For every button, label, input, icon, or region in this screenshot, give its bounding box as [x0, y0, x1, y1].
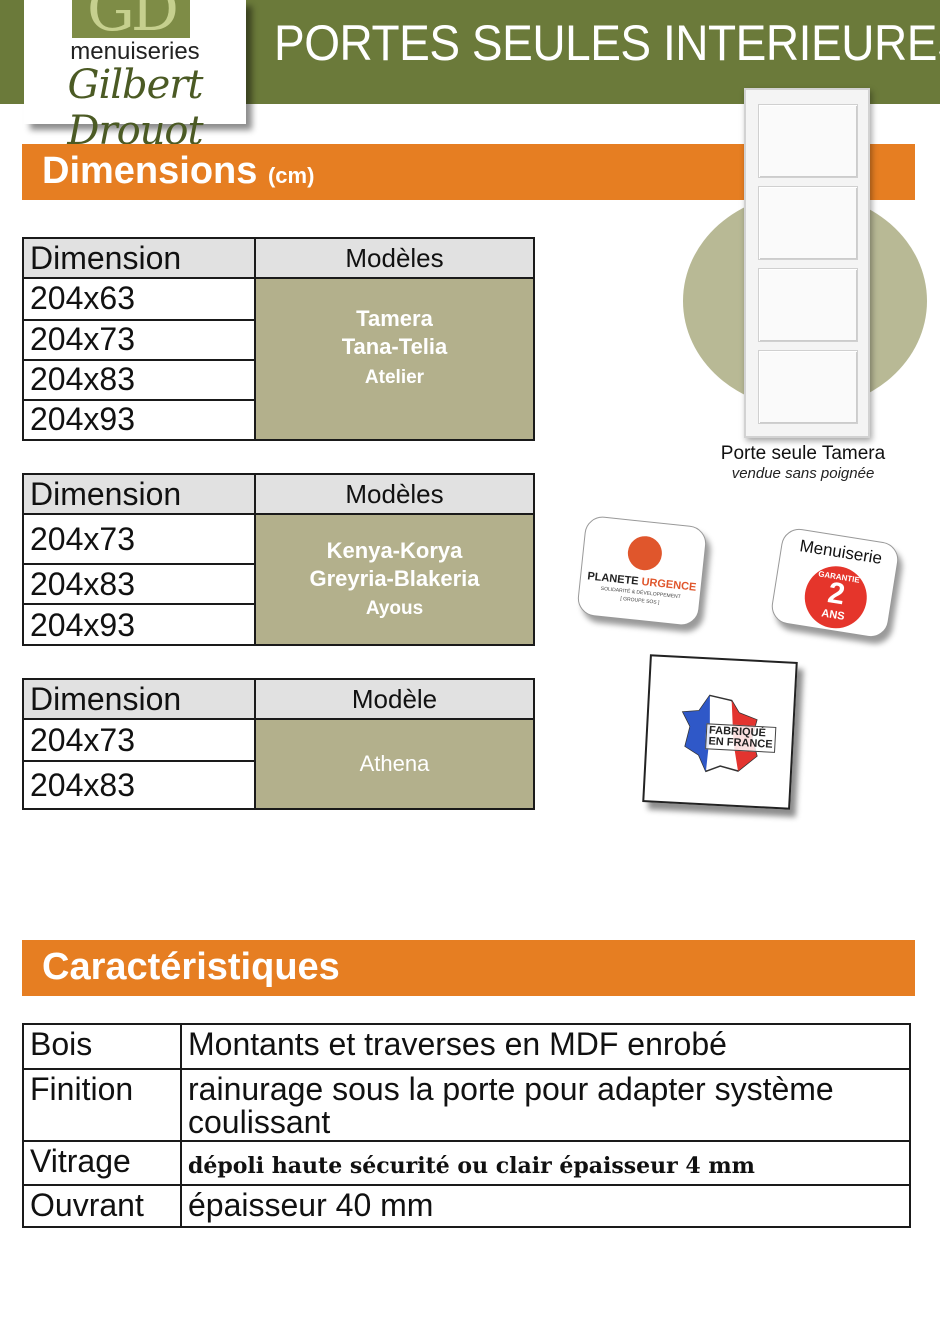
- dimension-row: 204x83: [24, 359, 256, 399]
- dimension-row: 204x73: [24, 319, 256, 359]
- brand-logo: GD menuiseries Gilbert Drouot: [24, 0, 246, 154]
- table-row: Ouvrant épaisseur 40 mm: [24, 1184, 909, 1226]
- table-head-dimension: Dimension: [24, 475, 256, 515]
- characteristic-key: Bois: [24, 1025, 182, 1068]
- planete-urgence-badge: PLANETE URGENCE SOLIDARITÉ & DÉVELOPPEME…: [576, 514, 708, 628]
- model-name: Ayous: [365, 598, 424, 619]
- guarantee-seal: GARANTIE 2 ANS: [800, 561, 872, 633]
- characteristic-value: Montants et traverses en MDF enrobé: [188, 1026, 727, 1062]
- logo-monogram: GD: [72, 0, 190, 40]
- page-title: PORTES SEULES INTERIEURES: [274, 15, 940, 71]
- models-cell: Tamera Tana-Telia Atelier: [256, 279, 533, 439]
- logo-word: menuiseries: [70, 38, 200, 65]
- dimensions-title: Dimensions (cm): [42, 150, 315, 192]
- dimension-table-2: Dimension Modèles 204x73 204x83 204x93 K…: [22, 473, 535, 646]
- door-caption: Porte seule Tamera: [720, 443, 886, 464]
- model-name: Atelier: [364, 367, 425, 388]
- dimension-row: 204x63: [24, 279, 256, 319]
- table-row: Vitrage dépoli haute sécurité ou clair é…: [24, 1140, 909, 1184]
- models-cell: Athena: [256, 720, 533, 808]
- characteristic-key: Vitrage: [24, 1142, 182, 1184]
- characteristic-key: Ouvrant: [24, 1186, 182, 1226]
- characteristics-title: Caractéristiques: [42, 946, 340, 988]
- characteristics-section-bar: Caractéristiques: [22, 940, 915, 996]
- table-row: Finition rainurage sous la porte pour ad…: [24, 1068, 909, 1140]
- door-panel: [758, 186, 858, 260]
- dimension-row: 204x93: [24, 399, 256, 439]
- model-name: Tana-Telia: [341, 334, 448, 359]
- dimension-row: 204x83: [24, 760, 256, 808]
- table-head-models: Modèles: [256, 239, 533, 279]
- characteristic-key: Finition: [24, 1070, 182, 1140]
- dimension-row: 204x83: [24, 563, 256, 603]
- door-panel: [758, 268, 858, 342]
- model-name: Athena: [359, 751, 430, 776]
- door-panel: [758, 350, 858, 424]
- dimension-table-3: Dimension Modèle 204x73 204x83 Athena: [22, 678, 535, 810]
- model-name: Greyria-Blakeria: [309, 566, 480, 591]
- dimension-row: 204x73: [24, 720, 256, 760]
- dimensions-unit: (cm): [267, 163, 315, 188]
- door-note: vendue sans poignée: [731, 465, 875, 482]
- models-cell: Kenya-Korya Greyria-Blakeria Ayous: [256, 515, 533, 644]
- table-head-models: Modèles: [256, 475, 533, 515]
- dimension-table-1: Dimension Modèles 204x63 204x73 204x83 2…: [22, 237, 535, 441]
- table-row: Bois Montants et traverses en MDF enrobé: [24, 1025, 909, 1068]
- characteristic-value: épaisseur 40 mm: [188, 1187, 434, 1223]
- dimension-row: 204x93: [24, 603, 256, 644]
- logo-signature: Gilbert Drouot: [67, 62, 203, 154]
- characteristics-table: Bois Montants et traverses en MDF enrobé…: [22, 1023, 911, 1228]
- dimension-row: 204x73: [24, 515, 256, 563]
- table-head-dimension: Dimension: [24, 239, 256, 279]
- characteristic-value: rainurage sous la porte pour adapter sys…: [188, 1071, 834, 1140]
- table-head-models: Modèle: [256, 680, 533, 720]
- tree-icon: [626, 534, 664, 572]
- characteristic-value: dépoli haute sécurité ou clair épaisseur…: [188, 1153, 755, 1179]
- door-image: [744, 88, 870, 438]
- model-name: Kenya-Korya: [326, 538, 463, 563]
- guarantee-badge: Menuiserie GARANTIE 2 ANS: [769, 526, 901, 640]
- table-head-dimension: Dimension: [24, 680, 256, 720]
- door-panel: [758, 104, 858, 178]
- model-name: Tamera: [356, 306, 433, 331]
